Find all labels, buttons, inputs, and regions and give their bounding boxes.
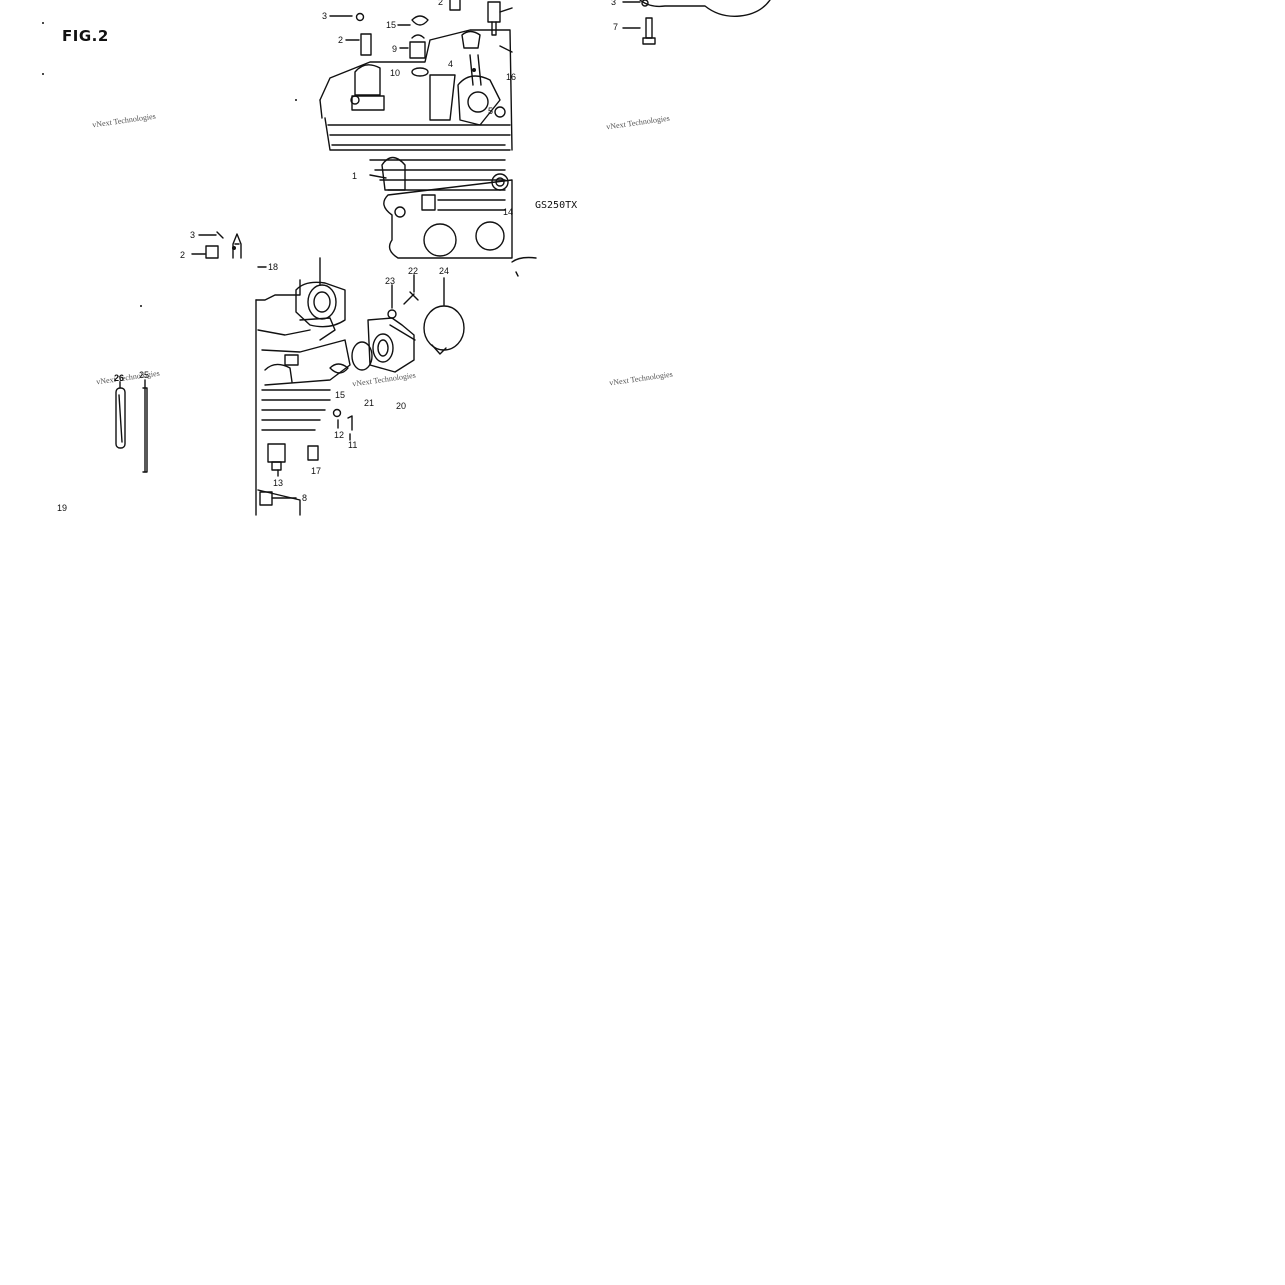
callout-label: 17 [311, 466, 322, 476]
callout-label: 18 [268, 262, 279, 272]
callout-label: 15 [386, 20, 397, 30]
callout-label: 3 [322, 11, 328, 21]
callout-label: 3 [190, 230, 196, 240]
cylinder-head-bottom [255, 257, 465, 516]
callout-label: 24 [439, 266, 450, 276]
callout-label: 14 [503, 207, 514, 217]
valve-cover-fragment [622, 0, 771, 45]
callout-label: 26 [114, 373, 125, 383]
callout-label: 1 [352, 171, 358, 181]
callout-label: 23 [385, 276, 396, 286]
callout-label: 3 [611, 0, 617, 7]
callout-label: 2 [438, 0, 444, 7]
callout-label: 22 [408, 266, 419, 276]
callout-label: 25 [139, 370, 150, 380]
callout-label: 4 [448, 59, 454, 69]
callout-label: 19 [57, 503, 68, 513]
callout-label: 9 [392, 44, 398, 54]
callout-label: 11 [348, 440, 358, 450]
callout-label: 7 [613, 22, 619, 32]
callout-label: 13 [273, 478, 284, 488]
callout-label: 8 [302, 493, 308, 503]
callout-label: 12 [334, 430, 345, 440]
cylinder-head-top [319, 0, 513, 259]
callout-label: 21 [364, 398, 375, 408]
callout-label: 2 [338, 35, 344, 45]
figure-title: FIG.2 [62, 27, 109, 45]
model-code: GS250TX [535, 200, 578, 211]
callout-label: 15 [335, 390, 346, 400]
tools-left [115, 379, 148, 473]
callout-label: 20 [396, 401, 407, 411]
callout-label: 2 [180, 250, 186, 260]
small-parts-left [191, 231, 242, 259]
callout-label: 10 [390, 68, 401, 78]
